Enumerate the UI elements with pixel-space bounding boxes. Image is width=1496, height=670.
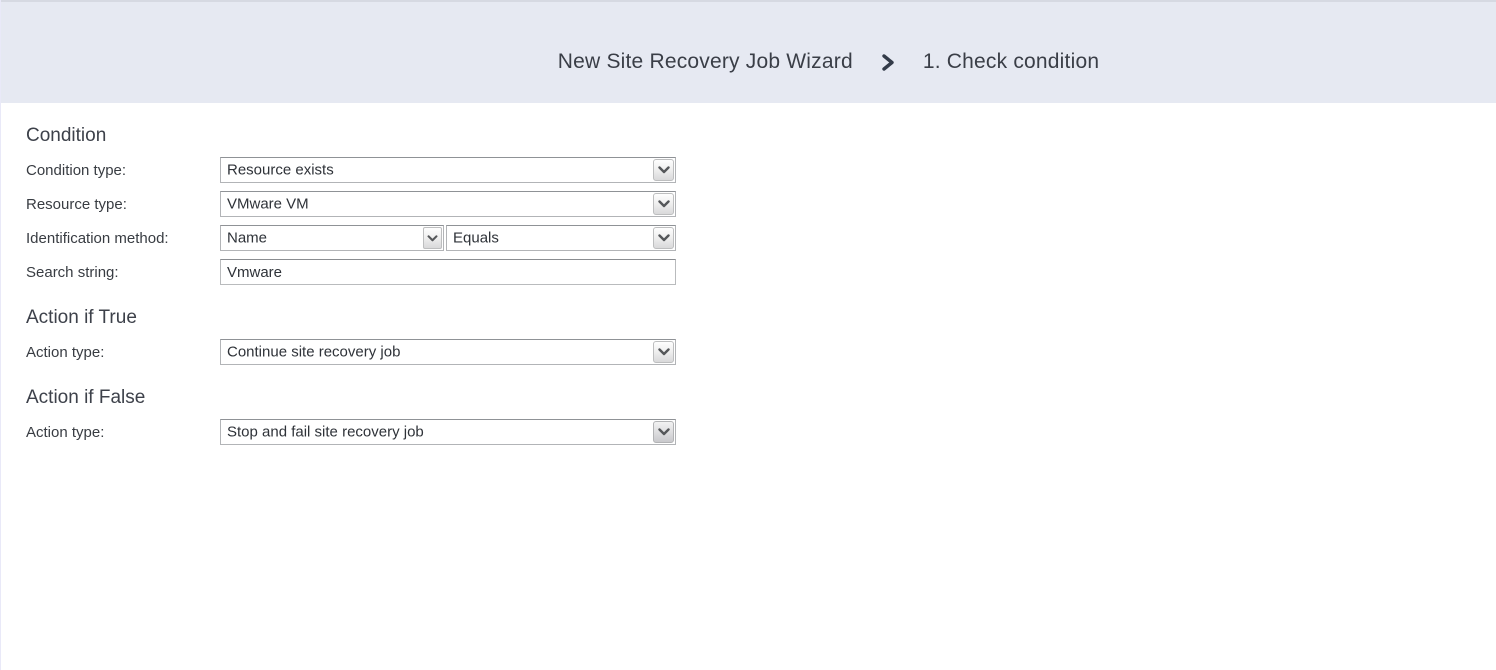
search-string-input[interactable] <box>220 259 676 285</box>
chevron-down-icon[interactable] <box>653 227 674 249</box>
search-string-label: Search string: <box>26 263 119 281</box>
action-if-true-label: Action type: <box>26 343 105 361</box>
condition-type-row: Condition type: Resource exists <box>26 157 1496 183</box>
wizard-breadcrumb: New Site Recovery Job Wizard 1. Check co… <box>558 50 1099 74</box>
identification-method-row: Identification method: Name Equals <box>26 225 1496 251</box>
wizard-step-content: Condition Condition type: Resource exist… <box>1 103 1496 445</box>
chevron-right-icon <box>880 52 896 73</box>
action-if-true-row: Action type: Continue site recovery job <box>26 339 1496 365</box>
chevron-down-icon[interactable] <box>423 227 442 249</box>
section-heading-condition: Condition <box>26 125 107 146</box>
condition-type-label: Condition type: <box>26 161 127 179</box>
action-if-false-label: Action type: <box>26 423 105 441</box>
resource-type-select[interactable]: VMware VM <box>220 191 676 217</box>
identification-operator-select[interactable]: Equals <box>446 225 676 251</box>
wizard-header: New Site Recovery Job Wizard 1. Check co… <box>1 0 1496 103</box>
resource-type-row: Resource type: VMware VM <box>26 191 1496 217</box>
chevron-down-icon[interactable] <box>653 193 674 215</box>
action-if-true-select[interactable]: Continue site recovery job <box>220 339 676 365</box>
search-string-row: Search string: <box>26 259 1496 285</box>
identification-method-label: Identification method: <box>26 229 169 247</box>
identification-operator-value: Equals <box>453 229 499 247</box>
resource-type-value: VMware VM <box>227 195 309 213</box>
action-if-true-value: Continue site recovery job <box>227 343 401 361</box>
chevron-down-icon[interactable] <box>653 421 674 443</box>
wizard-step-title: 1. Check condition <box>922 49 1100 73</box>
wizard-title: New Site Recovery Job Wizard <box>557 49 853 73</box>
identification-method-value: Name <box>227 229 268 247</box>
action-if-false-row: Action type: Stop and fail site recovery… <box>26 419 1496 445</box>
action-if-false-select[interactable]: Stop and fail site recovery job <box>220 419 676 445</box>
section-heading-action-if-false: Action if False <box>26 387 146 408</box>
resource-type-label: Resource type: <box>26 195 127 213</box>
identification-method-select[interactable]: Name <box>220 225 444 251</box>
condition-type-select[interactable]: Resource exists <box>220 157 676 183</box>
chevron-down-icon[interactable] <box>653 341 674 363</box>
section-heading-action-if-true: Action if True <box>26 307 137 328</box>
chevron-down-icon[interactable] <box>653 159 674 181</box>
action-if-false-value: Stop and fail site recovery job <box>227 423 424 441</box>
condition-type-value: Resource exists <box>227 161 334 179</box>
